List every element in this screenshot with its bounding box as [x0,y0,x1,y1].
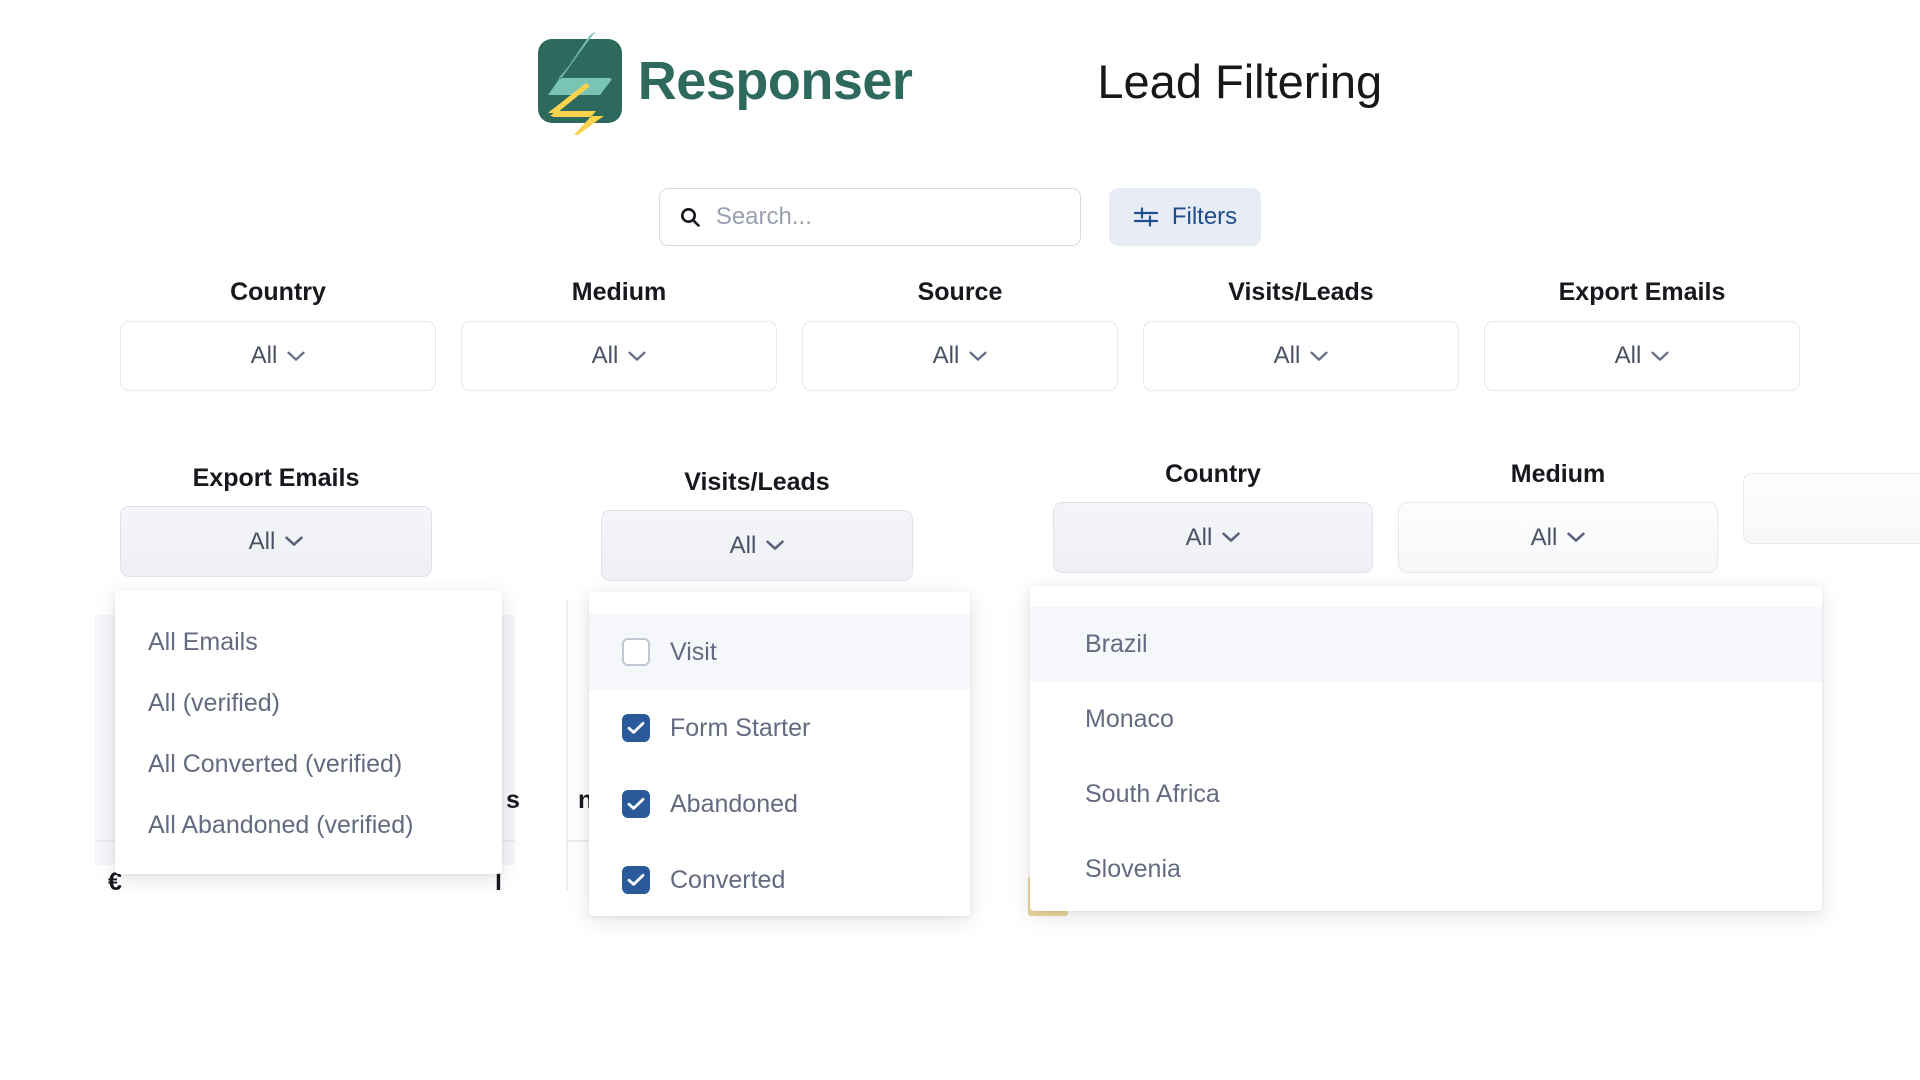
dropdown-option-checkbox[interactable]: Form Starter [589,690,970,766]
dropdown-option[interactable]: Turks And Caicos Islands [1030,907,1822,911]
dropdown-option[interactable]: All Abandoned (verified) [148,811,414,839]
dropdown-country: Country All Brazil Monaco South Africa S… [1030,460,1822,911]
filter-value: All [591,342,619,369]
dropdown-toggle-country[interactable]: All [1053,502,1373,573]
checkbox-unchecked-icon[interactable] [622,638,650,666]
filter-select-country[interactable]: All [120,321,436,391]
search-placeholder: Search... [715,203,812,230]
chevron-down-icon [1567,532,1586,543]
filter-select-visits-leads[interactable]: All [1143,321,1459,391]
dropdown-option-checkbox[interactable]: Converted [589,842,970,916]
dropdown-option[interactable]: South Africa [1085,780,1220,808]
dropdown-toggle-visits-leads[interactable]: All [601,510,913,581]
background-divider [566,600,568,890]
dropdown-option[interactable]: All (verified) [148,689,280,717]
background-text-fragment: s [506,786,520,814]
chevron-down-icon [1310,351,1328,362]
dropdown-value: All [1185,523,1213,551]
filter-select-medium[interactable]: All [461,321,777,391]
dropdown-label: Export Emails [192,464,360,492]
dropdown-option[interactable]: All Emails [148,628,258,656]
filter-label: Medium [571,278,667,306]
search-input[interactable]: Search... [658,188,1081,246]
filter-medium: Medium All [461,278,777,391]
filter-label: Export Emails [1558,278,1726,306]
chevron-down-icon [1651,351,1669,362]
dropdown-panel-visits-leads: Visit Form Starter Abandoned Converted [589,592,970,916]
filter-export-emails: Export Emails All [1484,278,1800,391]
brand-name: Responser [637,51,913,111]
dropdown-panel-country: Brazil Monaco South Africa Slovenia Turk… [1030,586,1822,911]
dropdown-label: Visits/Leads [684,468,830,496]
dropdown-option[interactable]: Slovenia [1085,855,1181,883]
dropdown-label: Country [1165,460,1261,488]
checkbox-checked-icon[interactable] [622,714,650,742]
dropdown-toggle-export-emails[interactable]: All [120,506,432,577]
filter-label: Source [917,278,1003,306]
chevron-down-icon [285,536,304,547]
dropdown-option-label: Visit [670,637,717,666]
dropdown-label: Medium [1510,460,1606,488]
filter-bar: Country All Medium All Source All [120,278,1800,391]
filter-value: All [932,342,960,369]
dropdown-option-label: Form Starter [670,713,811,742]
dropdown-right-stub [1743,460,1920,544]
chevron-down-icon [287,351,305,362]
filter-value: All [250,342,278,369]
page-header: Responser Lead Filtering [0,26,1920,136]
chevron-down-icon [969,351,987,362]
dropdown-option-label: Converted [670,865,786,894]
dropdown-option[interactable]: Monaco [1085,705,1174,733]
filters-button[interactable]: Filters [1108,188,1262,246]
checkbox-checked-icon[interactable] [622,866,650,894]
dropdown-value: All [248,527,276,555]
dropdown-option-label: Abandoned [670,789,798,818]
dropdown-value: All [1530,523,1558,551]
sliders-icon [1133,205,1159,229]
page-title: Lead Filtering [1097,54,1383,108]
chevron-down-icon [766,540,785,551]
checkbox-checked-icon[interactable] [622,790,650,818]
filter-visits-leads: Visits/Leads All [1143,278,1459,391]
filter-source: Source All [802,278,1118,391]
filters-button-label: Filters [1171,203,1238,230]
lightning-bolt-logo-icon [537,31,622,135]
dropdown-option-checkbox[interactable]: Visit [589,614,970,690]
filter-value: All [1273,342,1301,369]
dropdown-medium: Medium All [1398,460,1718,573]
dropdown-option[interactable]: All Converted (verified) [148,750,403,778]
dropdown-value: All [729,531,757,559]
background-text-fragment: € [108,868,122,896]
filter-value: All [1614,342,1642,369]
dropdown-export-emails: Export Emails All All Emails All (verifi… [115,464,502,874]
filter-select-export-emails[interactable]: All [1484,321,1800,391]
filter-select-source[interactable]: All [802,321,1118,391]
dropdown-toggle-medium[interactable]: All [1398,502,1718,573]
dropdown-visits-leads: Visits/Leads All Visit Form Starter [589,468,970,916]
dropdown-option-checkbox[interactable]: Abandoned [589,766,970,842]
filter-label: Visits/Leads [1228,278,1374,306]
background-text-fragment: l [495,868,502,896]
search-row: Search... Filters [0,188,1920,246]
chevron-down-icon [628,351,646,362]
brand: Responser [537,31,913,135]
dropdown-toggle-right-stub[interactable] [1743,473,1920,544]
filter-label: Country [230,278,326,306]
chevron-down-icon [1222,532,1241,543]
dropdown-panel-export-emails: All Emails All (verified) All Converted … [115,590,502,874]
filter-country: Country All [120,278,436,391]
search-icon [678,205,702,229]
dropdown-option[interactable]: Brazil [1030,607,1822,682]
